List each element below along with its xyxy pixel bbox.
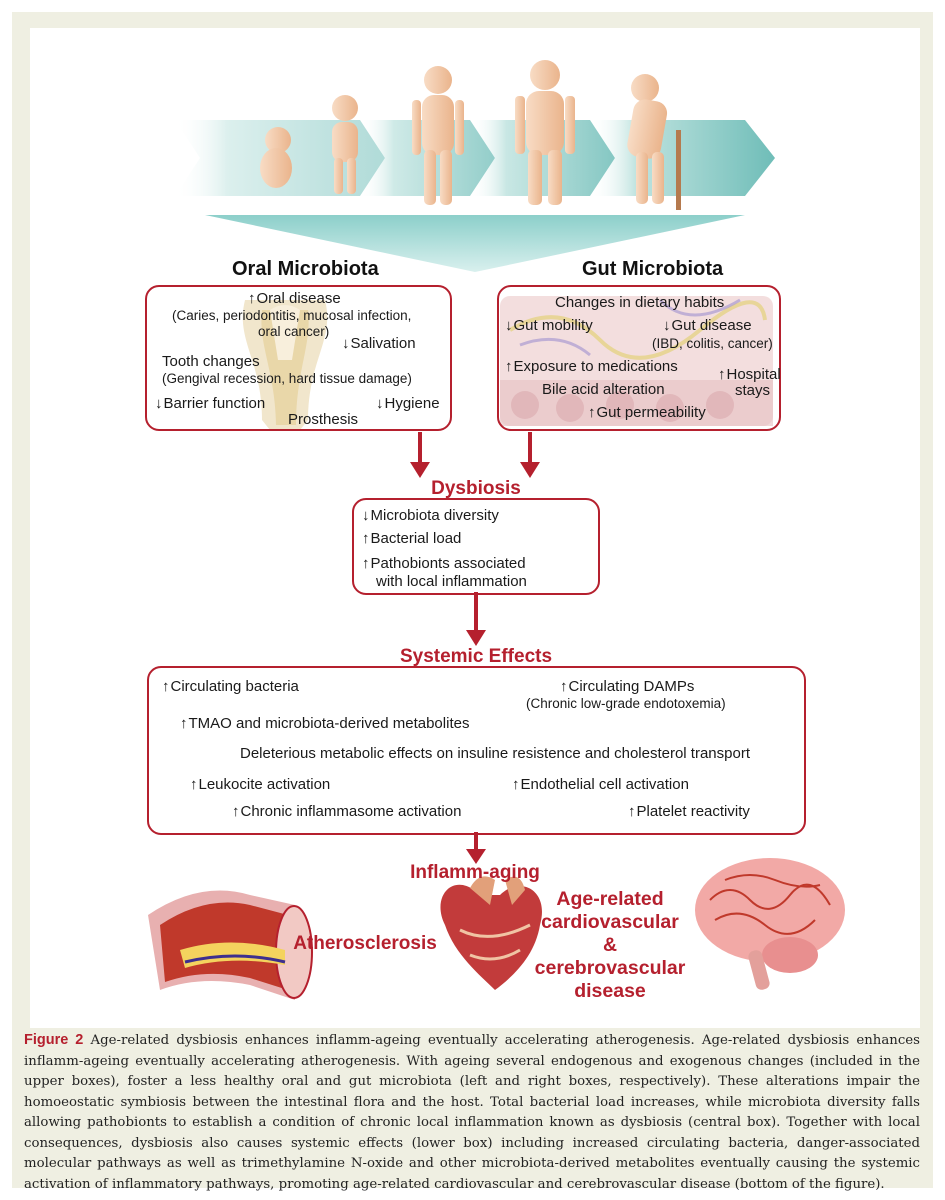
prosthesis-label: Prosthesis [288, 411, 359, 428]
gut-mobility-label: Gut mobility [505, 317, 593, 335]
gut-microbiota-box [497, 285, 781, 431]
atherosclerosis-label: Atherosclerosis [293, 933, 437, 954]
dietary-habits-label: Changes in dietary habits [555, 294, 725, 311]
diversity-label: Microbiota diversity [362, 507, 499, 525]
cv-disease-line-5: disease [574, 980, 646, 1002]
inflammasome-label: Chronic inflammasome activation [232, 803, 462, 821]
cv-disease-line-3: & [602, 934, 618, 956]
pathobionts-label-2: with local inflammation [376, 573, 527, 590]
circulating-bacteria-label: Circulating bacteria [162, 678, 299, 696]
barrier-function-label: Barrier function [155, 395, 266, 413]
figure-label: Figure 2 [24, 1032, 84, 1048]
baby-figure-icon [260, 127, 292, 188]
systemic-effects-title: Systemic Effects [399, 646, 553, 667]
elderly-figure-icon [627, 74, 681, 210]
inflamm-aging-title: Inflamm-aging [410, 862, 540, 883]
cv-disease-line-4: cerebrovascular [534, 957, 686, 979]
adult-woman-figure-icon [412, 66, 464, 205]
child-figure-icon [332, 95, 358, 194]
tmao-label: TMAO and microbiota-derived metabolites [180, 715, 470, 733]
gut-disease-detail: (IBD, colitis, cancer) [652, 336, 773, 351]
gut-microbiota-title: Gut Microbiota [582, 258, 724, 280]
brain-illustration-icon [695, 858, 845, 990]
oral-microbiota-box [145, 285, 452, 431]
down-arrow-icon [418, 432, 532, 852]
systemic-effects-box [147, 666, 806, 835]
oral-disease-detail-2: oral cancer) [258, 324, 330, 339]
caption-text: Age-related dysbiosis enhances inflamm-a… [24, 1033, 921, 1192]
artery-illustration-icon [148, 890, 313, 1000]
leukocite-label: Leukocite activation [190, 776, 331, 794]
medications-label: Exposure to medications [505, 358, 678, 376]
adult-man-figure-icon [515, 60, 575, 205]
tooth-changes-detail: (Gengival recession, hard tissue damage) [162, 371, 412, 386]
salivation-label: Salivation [342, 335, 416, 353]
cv-disease-line-1: Age-related [556, 888, 664, 910]
bacterial-load-label: Bacterial load [362, 530, 462, 548]
hospital-stays-label-1: Hospital [718, 366, 781, 384]
hospital-stays-label-2: stays [735, 382, 771, 399]
tooth-changes-label: Tooth changes [162, 353, 260, 370]
oral-microbiota-title: Oral Microbiota [232, 258, 379, 280]
figure-caption: Figure 2 Age-related dysbiosis enhances … [24, 1030, 920, 1195]
cv-disease-label: Age-related cardiovascular & cerebrovasc… [530, 888, 690, 1003]
deleterious-label: Deleterious metabolic effects on insulin… [240, 745, 750, 762]
bile-acid-label: Bile acid alteration [542, 381, 665, 398]
heart-illustration-icon [440, 876, 542, 990]
circulating-damps-label: Circulating DAMPs [560, 678, 695, 696]
cv-disease-line-2: cardiovascular [541, 911, 679, 933]
oral-disease-label: Oral disease [248, 290, 341, 308]
platelet-label: Platelet reactivity [628, 803, 750, 821]
dysbiosis-box [352, 498, 600, 595]
hygiene-label: Hygiene [376, 395, 440, 413]
endothelial-label: Endothelial cell activation [512, 776, 689, 794]
gut-permeability-label: Gut permeability [588, 404, 706, 422]
pathobionts-label-1: Pathobionts associated [362, 555, 526, 573]
gut-disease-label: Gut disease [663, 317, 752, 335]
oral-disease-detail-1: (Caries, periodontitis, mucosal infectio… [172, 308, 412, 323]
damps-detail: (Chronic low-grade endotoxemia) [526, 696, 726, 711]
dysbiosis-title: Dysbiosis [431, 478, 521, 499]
convergence-funnel [205, 215, 745, 272]
